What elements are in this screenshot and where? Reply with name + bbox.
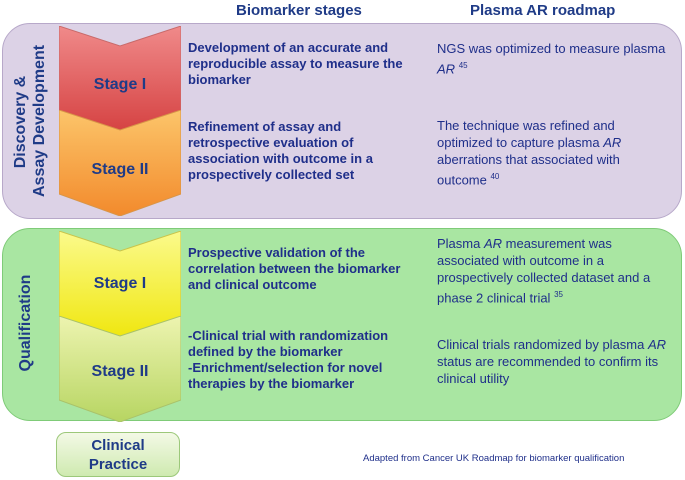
stage-description: Prospective validation of the correlatio… (188, 245, 401, 292)
chevron-label: Stage II (91, 161, 149, 178)
clinical-practice-line2: Practice (88, 456, 148, 473)
section-label-qualification: Qualification (16, 263, 36, 383)
stage-description: -Clinical trial with randomization defin… (188, 328, 426, 392)
header-biomarker-stages: Biomarker stages (236, 2, 362, 19)
section-label-discovery-line1: Discovery & (12, 75, 29, 169)
source-credit: Adapted from Cancer UK Roadmap for bioma… (363, 453, 625, 464)
clinical-practice-line1: Clinical (91, 437, 145, 454)
roadmap-text: Clinical trials randomized by plasma (437, 337, 648, 352)
roadmap-text-tail: aberrations that associated with outcome (437, 152, 620, 188)
stage-description: Refinement of assay and retrospective ev… (188, 119, 373, 182)
roadmap-reference: 40 (490, 172, 500, 181)
chevron-qualification-stage-2: Stage II (59, 316, 181, 422)
roadmap-description: NGS was optimized to measure plasma AR 4… (437, 40, 669, 77)
chevron-discovery-stage-2: Stage II (59, 110, 181, 216)
roadmap-gene: AR (483, 236, 503, 251)
section-label-discovery: Discovery & Assay Development (11, 44, 51, 197)
stage-description-line-2: -Enrichment/selection for novel therapie… (188, 360, 383, 391)
roadmap-text: NGS was optimized to measure plasma (437, 41, 666, 56)
section-label-discovery-line2: Assay Development (31, 44, 48, 197)
roadmap-description: Plasma AR measurement was associated wit… (437, 235, 669, 306)
chevron-label: Stage II (91, 363, 149, 380)
roadmap-reference: 45 (458, 61, 468, 70)
roadmap-text: Plasma (437, 236, 484, 251)
roadmap-text-tail: measurement was associated with outcome … (437, 236, 651, 306)
chevron-label: Stage I (93, 76, 147, 93)
roadmap-gene: AR (603, 135, 622, 150)
roadmap-reference: 35 (554, 290, 563, 299)
chevron-qualification-stage-1: Stage I (59, 231, 181, 341)
clinical-practice-box: Clinical Practice (56, 432, 180, 477)
stage-description: Development of an accurate and reproduci… (188, 40, 403, 87)
stage-description-line-1: -Clinical trial with randomization defin… (188, 328, 389, 359)
chevron-discovery-stage-1: Stage I (59, 26, 181, 136)
roadmap-gene: AR (437, 61, 456, 77)
roadmap-gene: AR (647, 337, 667, 352)
roadmap-text: The technique was refined and optimized … (437, 118, 615, 150)
roadmap-text-tail: status are recommended to confirm its cl… (437, 354, 659, 386)
header-plasma-ar-roadmap: Plasma AR roadmap (470, 2, 616, 19)
roadmap-description: The technique was refined and optimized … (437, 117, 669, 188)
roadmap-description: Clinical trials randomized by plasma AR … (437, 336, 669, 387)
section-label-qualification-text: Qualification (17, 274, 34, 372)
chevron-label: Stage I (93, 275, 147, 292)
